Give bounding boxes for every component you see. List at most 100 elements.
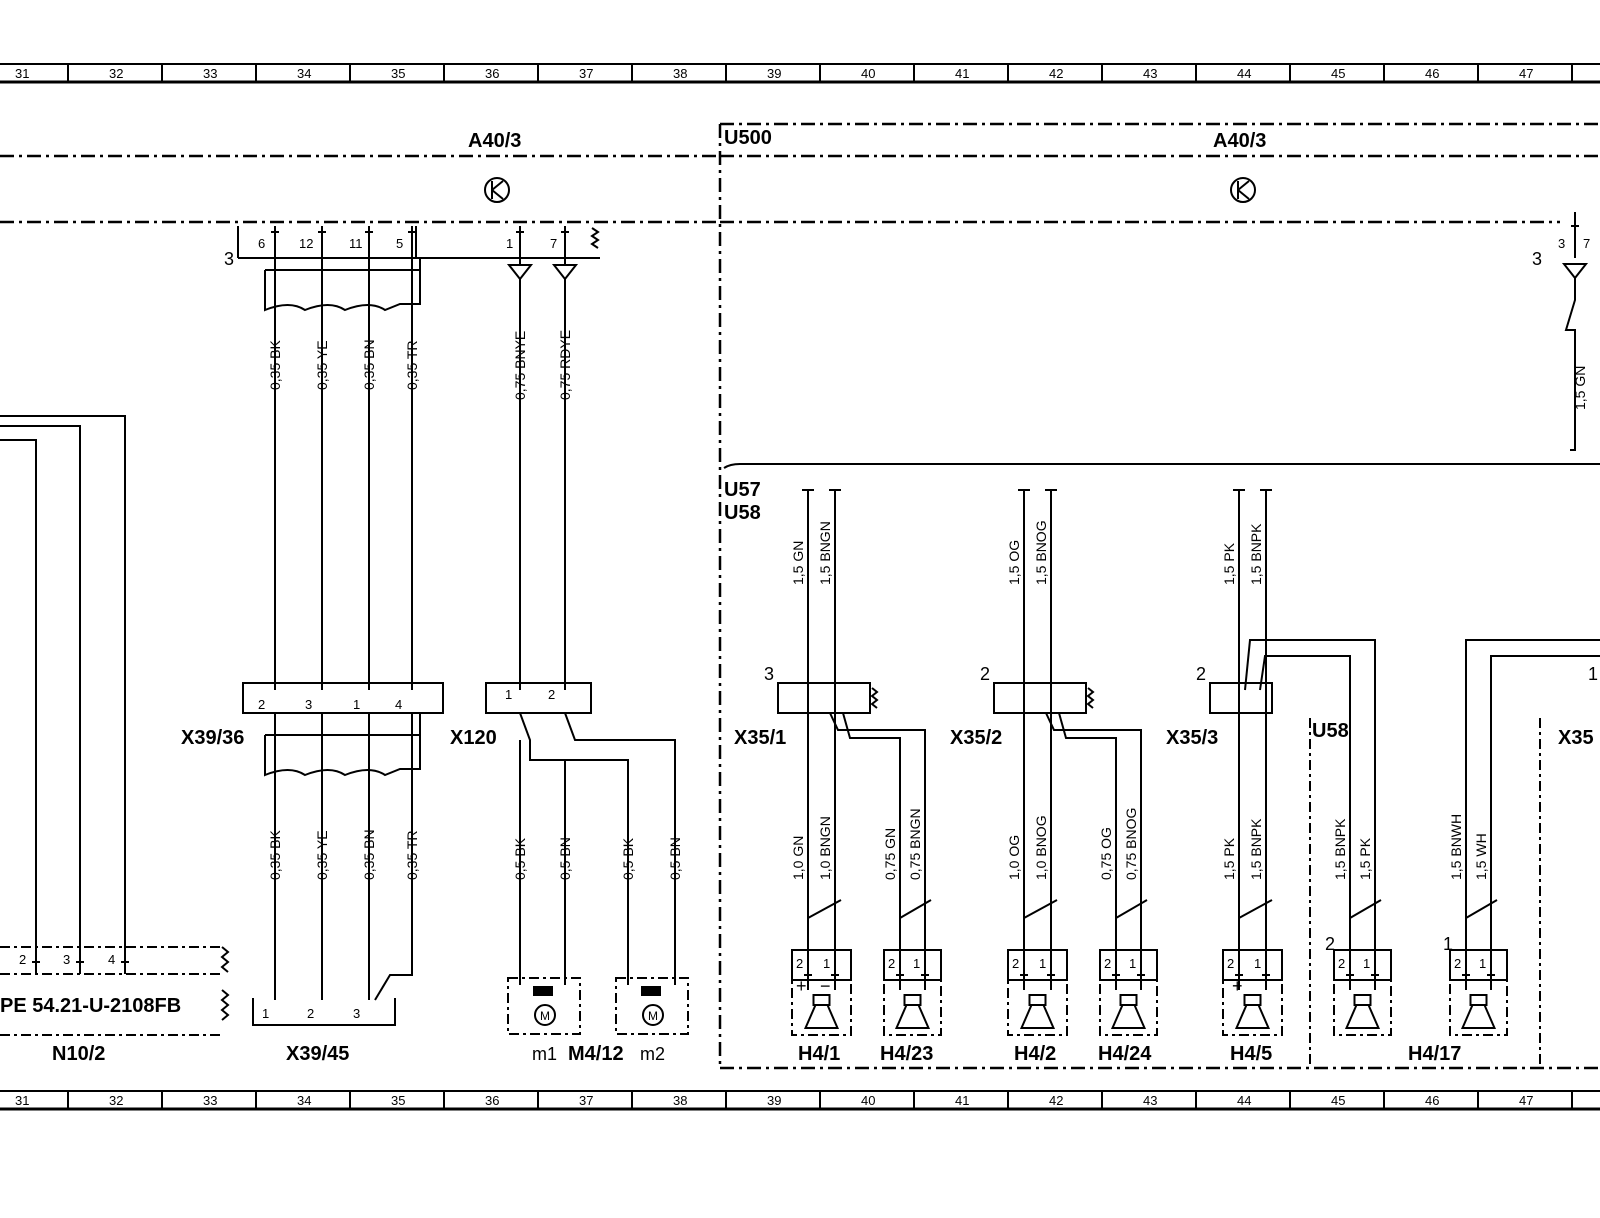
ruler-column-number: 38 bbox=[673, 66, 687, 81]
ruler-column-number: 35 bbox=[391, 66, 405, 81]
wire bbox=[1233, 489, 1245, 985]
x35-1-label: X35/1 bbox=[734, 727, 786, 749]
wire-label: 0,75 OG bbox=[1098, 827, 1114, 880]
wire bbox=[1018, 489, 1030, 985]
wire-label: 1,5 BNOG bbox=[1033, 520, 1049, 585]
ruler-column-number: 38 bbox=[673, 1093, 687, 1108]
wire-label: 1,5 BNPK bbox=[1332, 818, 1348, 880]
x35-3-connector bbox=[1209, 682, 1273, 714]
ruler-column-number: 31 bbox=[15, 66, 29, 81]
ruler-column-number: 43 bbox=[1143, 66, 1157, 81]
n10-2-label: N10/2 bbox=[52, 1043, 105, 1065]
wire-label: 0,35 BN bbox=[361, 829, 377, 880]
motor-m1-icon: M bbox=[507, 977, 581, 1035]
x35-1-connector bbox=[777, 682, 871, 714]
x120-bottom-wires bbox=[519, 712, 676, 985]
pin-label: 1 bbox=[913, 956, 920, 971]
pin-label: 7 bbox=[1583, 236, 1590, 251]
wire-label: 0,75 BNOG bbox=[1123, 808, 1139, 880]
x120-label: X120 bbox=[450, 727, 497, 749]
polarity-mark: + bbox=[796, 976, 807, 996]
wire bbox=[842, 712, 901, 985]
n10-2-component bbox=[0, 946, 230, 1036]
ruler-column-number: 41 bbox=[955, 1093, 969, 1108]
ruler-column-number: 34 bbox=[297, 66, 311, 81]
ruler-column-number: 47 bbox=[1519, 1093, 1533, 1108]
wire-label: 0,35 BK bbox=[267, 830, 283, 880]
transistor-icon bbox=[484, 177, 510, 203]
ruler-column-number: 37 bbox=[579, 66, 593, 81]
pin-label: 2 bbox=[1104, 956, 1111, 971]
h4-23-label: H4/23 bbox=[880, 1043, 933, 1065]
pin-mark: 3 bbox=[764, 664, 774, 684]
n10-feed-wires bbox=[0, 415, 126, 955]
x39-bottom-wires bbox=[274, 713, 413, 1001]
pin-label: 3 bbox=[1558, 236, 1565, 251]
x39-45-label: X39/45 bbox=[286, 1043, 349, 1065]
motor-m2-icon: M bbox=[615, 977, 689, 1035]
h4-2-label: H4/2 bbox=[1014, 1043, 1056, 1065]
svg-text:M: M bbox=[648, 1009, 658, 1023]
pin-label: 1 bbox=[1363, 956, 1370, 971]
wire-label: 0,35 BK bbox=[267, 340, 283, 390]
x35-2-label: X35/2 bbox=[950, 727, 1002, 749]
ruler-column-number: 34 bbox=[297, 1093, 311, 1108]
wire-label: 0,5 BN bbox=[667, 837, 683, 880]
wire-label: 1,5 BNGN bbox=[817, 521, 833, 585]
wire-label: 0,35 YE bbox=[314, 830, 330, 880]
ruler-column-number: 42 bbox=[1049, 66, 1063, 81]
pin-label: 1 bbox=[823, 956, 830, 971]
wire bbox=[1058, 712, 1117, 985]
x39-36-label: X39/36 bbox=[181, 727, 244, 749]
u58-bottom-label: U58 bbox=[1312, 720, 1349, 742]
wire-label: 1,5 BNWH bbox=[1448, 814, 1464, 880]
pin-mark: 1 bbox=[1588, 664, 1598, 684]
pin-stubs bbox=[271, 226, 569, 258]
right-a40-pins bbox=[1561, 212, 1589, 451]
ruler-column-number: 46 bbox=[1425, 66, 1439, 81]
wire-label: 0,75 BNYE bbox=[512, 331, 528, 400]
ruler-column-number: 47 bbox=[1519, 66, 1533, 81]
cable-shield bbox=[264, 713, 421, 777]
pin-label: 1 bbox=[353, 697, 360, 712]
pin-label: 2 bbox=[258, 697, 265, 712]
wire bbox=[1244, 639, 1376, 985]
ruler-column-number: 35 bbox=[391, 1093, 405, 1108]
wire-label: 1,5 OG bbox=[1006, 540, 1022, 585]
ruler-column-number: 37 bbox=[579, 1093, 593, 1108]
shield-zigzag-icon bbox=[1086, 687, 1095, 709]
pin-label: 11 bbox=[349, 236, 363, 251]
pin-label: 2 bbox=[1012, 956, 1019, 971]
wire-label: 0,35 BN bbox=[361, 339, 377, 390]
ruler-column-number: 42 bbox=[1049, 1093, 1063, 1108]
wire-label: 1,0 GN bbox=[790, 836, 806, 880]
wire-label: 0,5 BK bbox=[512, 837, 528, 880]
pin-label: 2 bbox=[307, 1006, 314, 1021]
transistor-icon bbox=[1230, 177, 1256, 203]
pin-label: 1 bbox=[1039, 956, 1046, 971]
x35-2-connector bbox=[993, 682, 1087, 714]
ruler-column-number: 45 bbox=[1331, 66, 1345, 81]
wire-label: 1,5 GN bbox=[1572, 366, 1588, 410]
h4-5-label: H4/5 bbox=[1230, 1043, 1272, 1065]
pin-label: 3 bbox=[353, 1006, 360, 1021]
m1-label: m1 bbox=[532, 1044, 557, 1064]
a40-left-label: A40/3 bbox=[468, 130, 521, 152]
pin-label: 12 bbox=[299, 236, 313, 251]
wire-label: 1,5 BNPK bbox=[1248, 523, 1264, 585]
wire-label: 1,5 PK bbox=[1221, 837, 1237, 880]
pin-label: 3 bbox=[305, 697, 312, 712]
n10-2-ref: PE 54.21-U-2108FB bbox=[0, 995, 181, 1017]
pin-label: 1 bbox=[1254, 956, 1261, 971]
m4-12-label: M4/12 bbox=[568, 1043, 624, 1065]
ruler-column-number: 36 bbox=[485, 66, 499, 81]
polarity-mark: + bbox=[1232, 976, 1243, 996]
shield-zigzag-icon bbox=[590, 227, 600, 249]
wire-label: 1,5 PK bbox=[1221, 542, 1237, 585]
wire bbox=[829, 712, 926, 985]
